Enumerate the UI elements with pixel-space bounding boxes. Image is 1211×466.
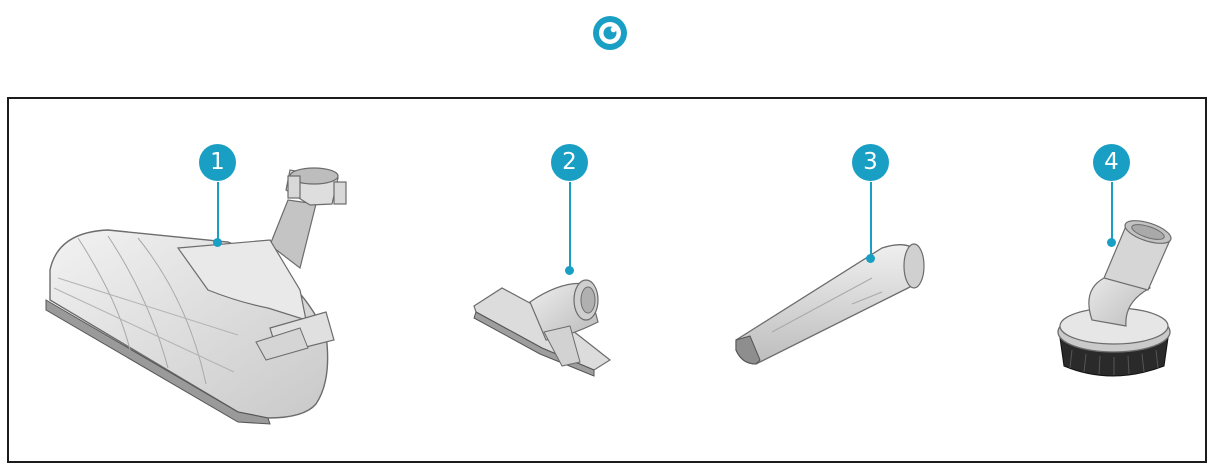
- callout-1-anchor: [213, 238, 222, 247]
- callout-3-anchor: [866, 254, 875, 263]
- callout-2-anchor: [565, 266, 574, 275]
- crevice-tool-icon: [735, 243, 925, 365]
- callout-3-badge: 3: [852, 144, 889, 181]
- callout-4-anchor: [1107, 238, 1116, 247]
- callout-1-badge: 1: [199, 144, 236, 181]
- accessories-figure-frame: [7, 97, 1207, 463]
- dusting-brush-icon: [1057, 220, 1172, 377]
- callout-2-badge: 2: [551, 144, 588, 181]
- callout-1-leader: [217, 182, 219, 242]
- callout-4-leader: [1111, 182, 1113, 242]
- callout-4-badge: 4: [1093, 144, 1130, 181]
- callout-3-leader: [870, 182, 872, 258]
- turbo-floor-brush-icon: [45, 167, 347, 425]
- upholstery-nozzle-icon: [473, 279, 612, 377]
- eye-logo-icon: [590, 13, 630, 53]
- callout-2-leader: [569, 182, 571, 270]
